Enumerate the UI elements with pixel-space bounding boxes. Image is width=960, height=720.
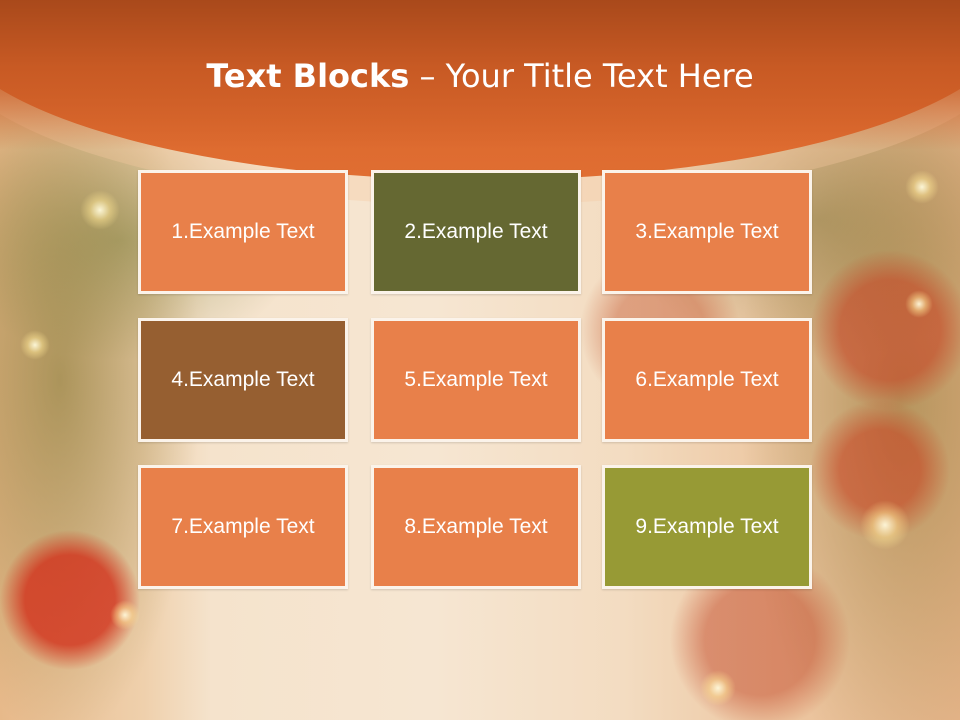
sparkle-decoration xyxy=(860,500,910,550)
text-block-label: 9.Example Text xyxy=(635,515,779,538)
sparkle-decoration xyxy=(905,170,939,204)
text-block-5[interactable]: 5.Example Text xyxy=(371,318,581,442)
sparkle-decoration xyxy=(110,600,140,630)
text-block-label: 8.Example Text xyxy=(404,515,548,538)
sparkle-decoration xyxy=(700,670,736,706)
title-bold-part: Text Blocks xyxy=(206,57,410,95)
header-shade xyxy=(0,0,960,150)
slide-title[interactable]: Text Blocks – Your Title Text Here xyxy=(0,54,960,98)
sparkle-decoration xyxy=(80,190,120,230)
text-block-label: 4.Example Text xyxy=(171,368,315,391)
text-block-label: 1.Example Text xyxy=(171,220,315,243)
text-block-label: 5.Example Text xyxy=(404,368,548,391)
text-block-7[interactable]: 7.Example Text xyxy=(138,465,348,589)
text-block-8[interactable]: 8.Example Text xyxy=(371,465,581,589)
text-block-6[interactable]: 6.Example Text xyxy=(602,318,812,442)
text-block-label: 3.Example Text xyxy=(635,220,779,243)
sparkle-decoration xyxy=(20,330,50,360)
text-block-label: 2.Example Text xyxy=(404,220,548,243)
title-separator: – xyxy=(409,57,446,95)
text-block-label: 6.Example Text xyxy=(635,368,779,391)
text-block-2[interactable]: 2.Example Text xyxy=(371,170,581,294)
text-blocks-grid: 1.Example Text 2.Example Text 3.Example … xyxy=(138,170,816,594)
text-block-1[interactable]: 1.Example Text xyxy=(138,170,348,294)
text-block-9[interactable]: 9.Example Text xyxy=(602,465,812,589)
text-block-4[interactable]: 4.Example Text xyxy=(138,318,348,442)
sparkle-decoration xyxy=(905,290,933,318)
text-block-label: 7.Example Text xyxy=(171,515,315,538)
text-block-3[interactable]: 3.Example Text xyxy=(602,170,812,294)
title-text-part: Your Title Text Here xyxy=(445,57,754,95)
